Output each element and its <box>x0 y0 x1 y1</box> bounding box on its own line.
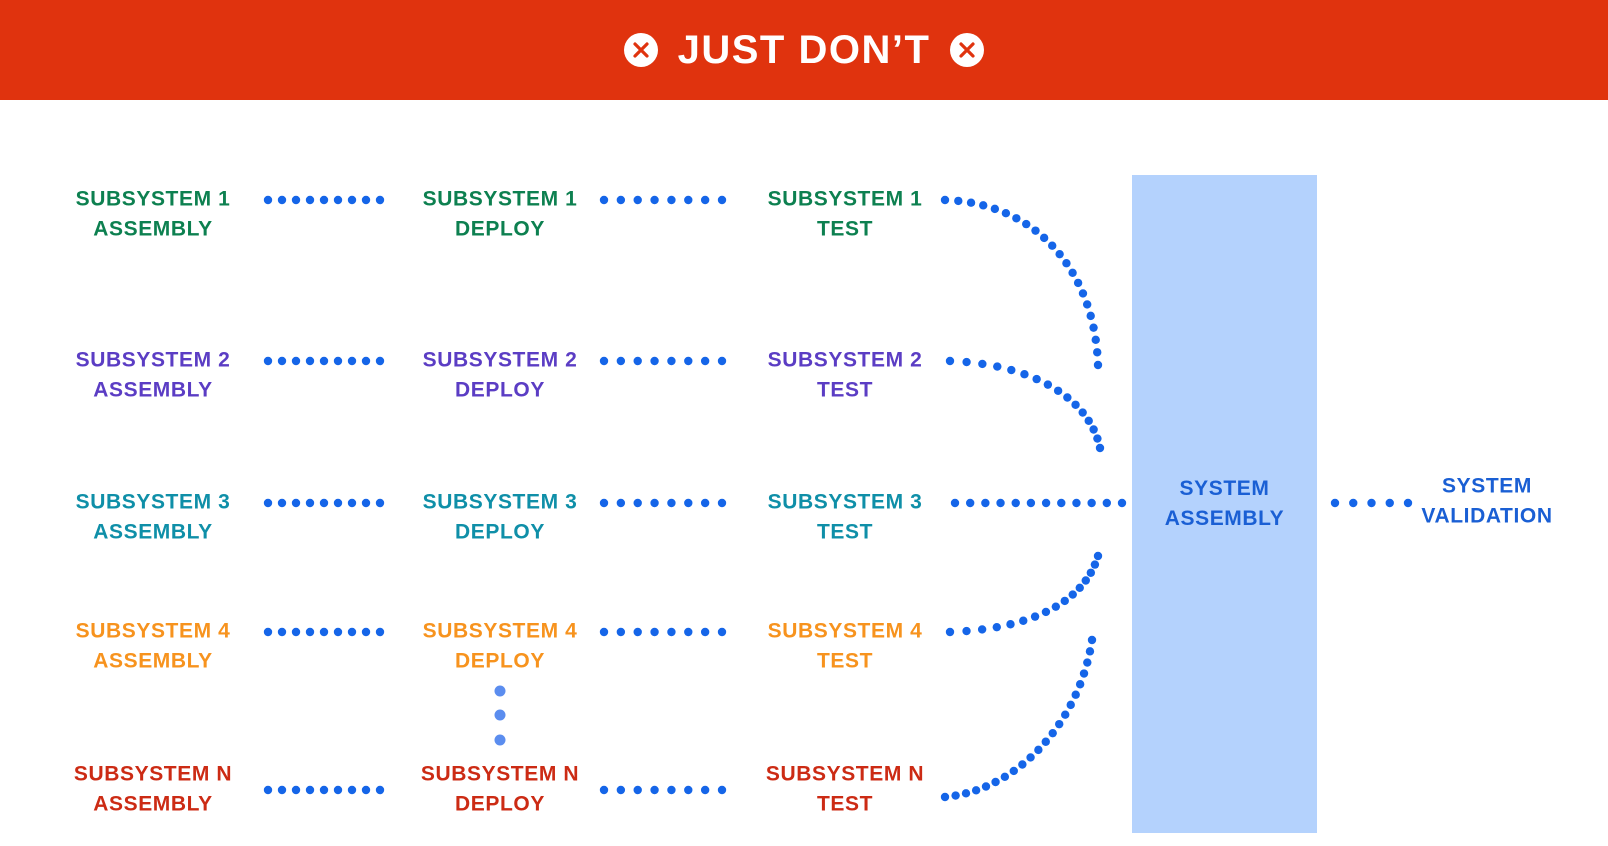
node-subsystem-4-assembly: SUBSYSTEM 4 ASSEMBLY <box>75 619 231 673</box>
connector-dots-layer <box>263 195 1413 802</box>
node-subsystem-4-deploy: SUBSYSTEM 4 DEPLOY <box>422 619 578 673</box>
circle-x-icon-right <box>950 33 985 67</box>
node-subsystem-1-test: SUBSYSTEM 1 TEST <box>767 187 923 241</box>
node-subsystem-3-test: SUBSYSTEM 3 TEST <box>767 490 923 544</box>
system-validation-label: SYSTEM VALIDATION <box>1421 474 1553 528</box>
node-subsystem-2-assembly: SUBSYSTEM 2 ASSEMBLY <box>75 348 231 402</box>
node-subsystem-n-deploy: SUBSYSTEM N DEPLOY <box>420 762 580 816</box>
node-subsystem-3-deploy: SUBSYSTEM 3 DEPLOY <box>422 490 578 544</box>
node-subsystem-1-assembly: SUBSYSTEM 1 ASSEMBLY <box>75 187 231 241</box>
node-subsystem-n-test: SUBSYSTEM N TEST <box>765 762 925 816</box>
system-assembly-box <box>1132 175 1317 833</box>
node-subsystem-2-test: SUBSYSTEM 2 TEST <box>767 348 923 402</box>
node-subsystem-1-deploy: SUBSYSTEM 1 DEPLOY <box>422 187 578 241</box>
diagram-canvas: SUBSYSTEM 1 ASSEMBLY SUBSYSTEM 1 DEPLOY … <box>0 100 1608 846</box>
node-subsystem-3-assembly: SUBSYSTEM 3 ASSEMBLY <box>75 490 231 544</box>
node-subsystem-n-assembly: SUBSYSTEM N ASSEMBLY <box>73 762 233 816</box>
header-banner: JUST DON’T <box>0 0 1608 100</box>
system-assembly-label: SYSTEM ASSEMBLY <box>1164 476 1285 530</box>
node-subsystem-2-deploy: SUBSYSTEM 2 DEPLOY <box>422 348 578 402</box>
node-subsystem-4-test: SUBSYSTEM 4 TEST <box>767 619 923 673</box>
header-title: JUST DON’T <box>677 28 931 72</box>
circle-x-icon-left <box>623 33 658 67</box>
